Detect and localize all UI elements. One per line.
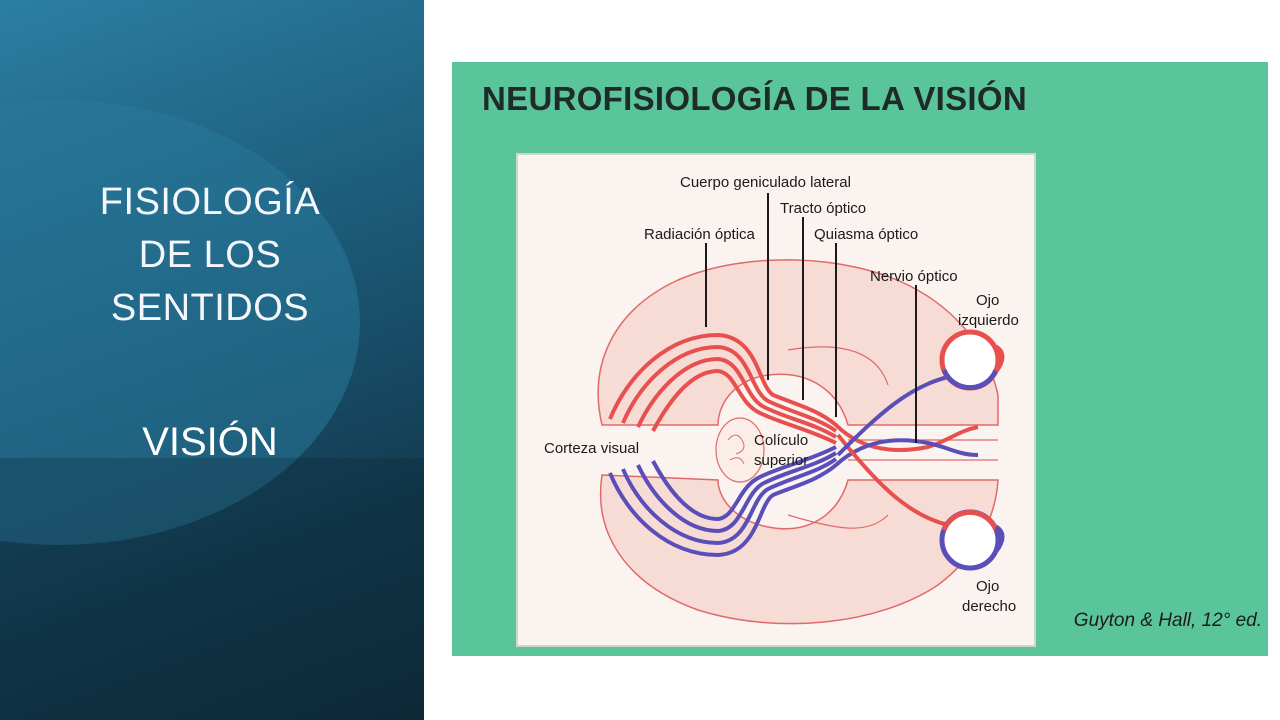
diagram-frame: Cuerpo geniculado lateral Tracto óptico … <box>516 153 1036 647</box>
label-coliculo-1: Colículo <box>754 432 808 449</box>
label-ojo-derecho-2: derecho <box>962 598 1016 615</box>
blue-pathway <box>608 438 979 558</box>
coliculo-detail <box>727 434 745 465</box>
label-ojo-derecho-1: Ojo <box>976 578 999 595</box>
label-tracto-optico: Tracto óptico <box>780 200 866 217</box>
label-ojo-izquierdo-2: izquierdo <box>958 312 1019 329</box>
temporal-lobe-lower <box>787 514 889 529</box>
label-cuerpo-geniculado: Cuerpo geniculado lateral <box>680 174 851 191</box>
label-ojo-izquierdo-1: Ojo <box>976 292 999 309</box>
visual-pathway-diagram: Cuerpo geniculado lateral Tracto óptico … <box>544 174 1019 625</box>
leader-lines <box>705 193 917 443</box>
slide-subtitle: VISIÓN <box>142 420 278 464</box>
citation: Guyton & Hall, 12° ed. <box>1073 610 1262 631</box>
decorative-band <box>0 458 424 720</box>
red-pathway <box>608 332 979 453</box>
figure-heading: NEUROFISIOLOGÍA DE LA VISIÓN <box>482 80 1027 117</box>
title-line-1: FISIOLOGÍA <box>99 181 321 223</box>
midline-notch <box>848 439 998 461</box>
label-nervio-optico: Nervio óptico <box>870 268 958 285</box>
label-quiasma-optico: Quiasma óptico <box>814 226 918 243</box>
label-radiacion-optica: Radiación óptica <box>644 226 756 243</box>
title-line-2: DE LOS <box>138 234 282 276</box>
slide-title: FISIOLOGÍA DE LOS SENTIDOS <box>70 176 350 335</box>
left-panel <box>0 0 424 720</box>
coliculo-superior <box>715 417 765 483</box>
ojo-derecho-icon <box>939 509 1005 571</box>
label-coliculo-2: superior <box>754 452 808 469</box>
title-line-3: SENTIDOS <box>110 287 310 329</box>
label-corteza-visual: Corteza visual <box>544 440 639 457</box>
lower-hemisphere <box>599 474 999 625</box>
temporal-lobe-upper <box>787 346 889 386</box>
ojo-izquierdo-icon <box>939 329 1005 391</box>
figure-panel: NEUROFISIOLOGÍA DE LA VISIÓN <box>452 62 1268 656</box>
